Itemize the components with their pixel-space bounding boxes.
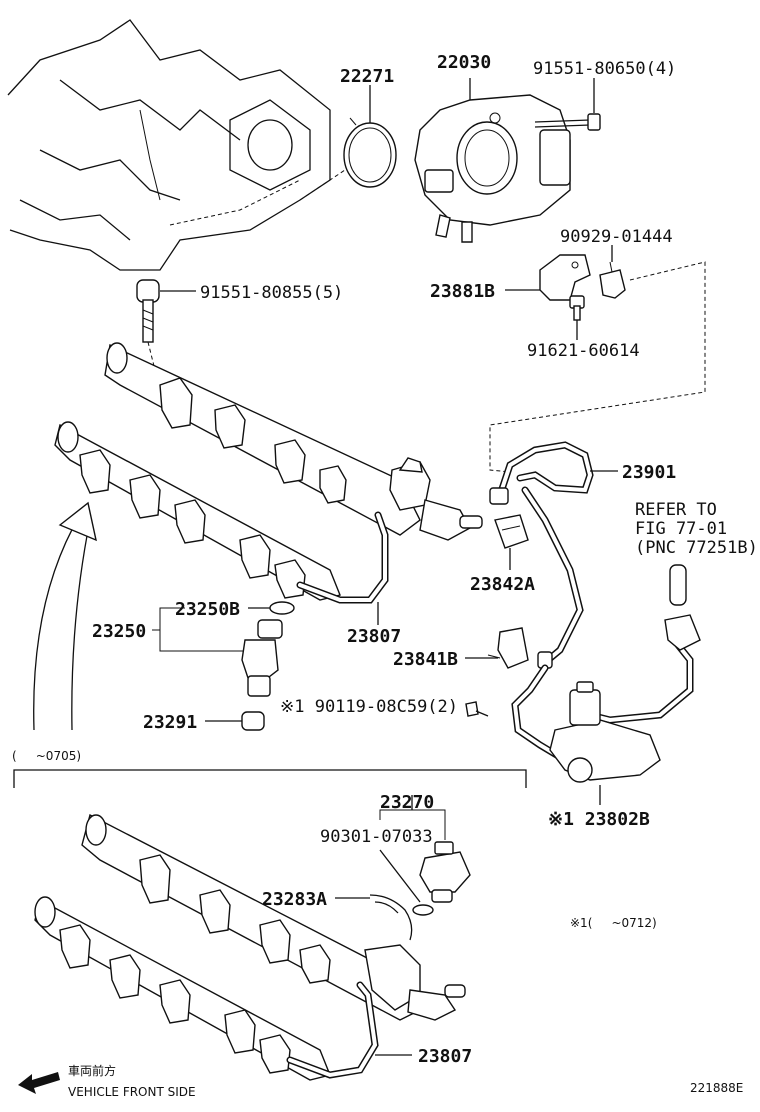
gasket-22271 [343,85,397,188]
bolt-90119-08c59 [465,701,489,717]
regulator-23802b [549,681,661,805]
label-23901: 23901 [622,462,676,483]
clip-23842a [494,514,529,570]
label-90119-08c59: ※1 90119-08C59(2) [280,697,458,717]
label-23291: 23291 [143,712,197,733]
label-23841b: 23841B [393,649,458,670]
label-23250b: 23250B [175,599,240,620]
front-label-jp: 車両前方 [68,1063,116,1078]
bolt-91551-80650 [534,78,601,131]
label-22271: 22271 [340,66,394,87]
range-bracket-line [13,769,527,788]
refer-line-1: REFER TO [635,500,717,520]
pipe-ref-77-01 [586,564,701,724]
label-91551-80855: 91551-80855(5) [200,283,343,303]
clip-23841b [465,627,529,669]
label-22030: 22030 [437,52,491,73]
upper-fuel-rail-right [54,421,341,601]
clip-90929-01444 [599,245,626,299]
pulsation-damper-23270 [379,795,471,903]
label-23250: 23250 [92,621,146,642]
upper-direction-arrow [33,501,97,731]
label-23842a: 23842A [470,574,535,595]
o-ring-90301-07033 [379,849,434,916]
bolt-91621-60614 [569,295,585,340]
label-23283a: 23283A [262,889,327,910]
label-90929-01444: 90929-01444 [560,227,673,247]
dashed-leader-bracket [489,261,706,473]
bracket-23881b [505,254,591,301]
intake-manifold [7,19,361,271]
lower-fuel-rail-left [81,813,466,1021]
insulator-23291 [205,711,265,731]
clip-23283a [335,894,413,941]
fuel-hose-23901 [489,441,618,764]
label-91621-60614: 91621-60614 [527,341,640,361]
upper-fuel-rail-left [104,342,483,541]
label-91551-80650: 91551-80650(4) [533,59,676,79]
label-23270: 23270 [380,792,434,813]
fuel-pipe-23807-upper [296,511,389,604]
range-upper: ( ~0705) [12,749,81,763]
label-23807-lower: 23807 [418,1046,472,1067]
figure-id: 221888E [690,1081,743,1095]
lower-fuel-rail-right [34,896,331,1081]
injector-23250 [241,601,295,697]
refer-line-2: FIG 77-01 [635,519,727,539]
note-range: ※1( ~0712) [570,916,657,930]
label-23807-upper: 23807 [347,626,401,647]
label-23881b: 23881B [430,281,495,302]
label-90301-07033: 90301-07033 [320,827,433,847]
vehicle-front-arrow [18,1072,60,1094]
throttle-body-22030 [414,78,571,243]
label-23802b: ※1 23802B [548,809,650,830]
refer-line-3: (PNC 77251B) [635,538,758,558]
front-label-en: VEHICLE FRONT SIDE [68,1085,196,1099]
